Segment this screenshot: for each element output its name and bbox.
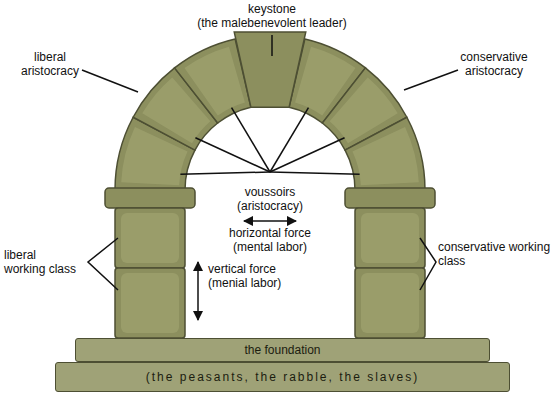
stone-highlight (361, 273, 419, 333)
pillar-stone (115, 268, 185, 338)
label-text: conservative aristocracy (459, 50, 529, 78)
label-text: voussoirs (aristocracy) (236, 185, 305, 213)
label-text: liberal aristocracy (20, 50, 81, 78)
label-text: vertical force (menial labor) (208, 262, 284, 290)
stone-highlight (361, 213, 419, 263)
label-text: liberal working class (4, 248, 79, 276)
label-text: keystone (the malebenevolent leader) (196, 2, 348, 30)
leader-line (270, 138, 345, 172)
pillar-stone (115, 208, 185, 268)
keystone (234, 32, 306, 107)
capital-ledge (105, 188, 195, 208)
leader-line (195, 138, 270, 172)
leader-line (232, 108, 270, 172)
label-text: horizontal force (mental labor) (228, 226, 313, 254)
foundation-slab: the foundation (75, 338, 490, 362)
leader-line (404, 70, 458, 90)
leader-line (270, 108, 308, 172)
leader-line (271, 35, 273, 56)
foundation-slab: (the peasants, the rabble, the slaves) (55, 362, 510, 392)
leader-line (270, 172, 360, 174)
stone-highlight (121, 213, 179, 263)
leader-line (180, 172, 270, 174)
stone-highlight (185, 47, 245, 116)
slab-text: the foundation (244, 343, 320, 357)
pillar-stone (355, 208, 425, 268)
slab-text: (the peasants, the rabble, the slaves) (146, 370, 419, 384)
stone-highlight (352, 127, 418, 185)
vertical-arrow (197, 262, 199, 320)
horizontal-arrow (244, 220, 296, 222)
voussoir-stone (345, 117, 425, 190)
label-text: conservative working class (438, 240, 553, 268)
capital-ledge (345, 188, 435, 208)
leader-line (82, 70, 138, 92)
bracket (420, 238, 436, 290)
bracket (88, 238, 118, 290)
stone-highlight (121, 273, 179, 333)
pillar-stone (355, 268, 425, 338)
